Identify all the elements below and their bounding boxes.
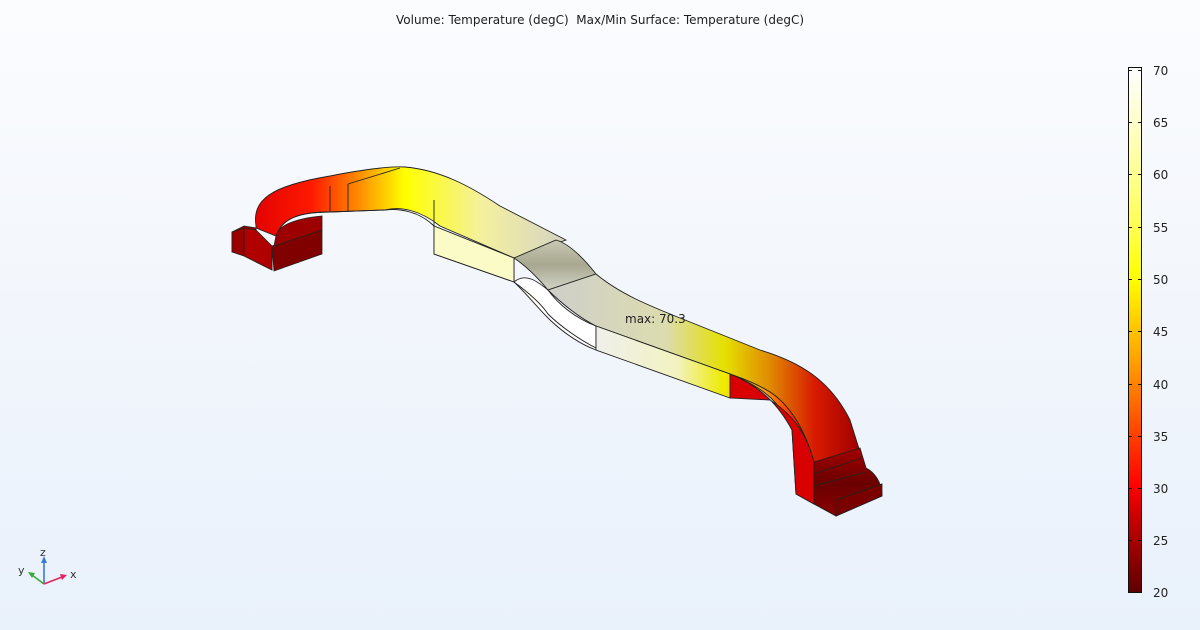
colorbar-label: 55 [1153, 221, 1169, 235]
colorbar [1128, 67, 1142, 593]
colorbar-label: 40 [1153, 378, 1169, 392]
left-foot [231, 215, 323, 272]
colorbar-label: 70 [1153, 64, 1169, 78]
colorbar-label: 30 [1153, 482, 1169, 496]
colorbar-label: 35 [1153, 430, 1169, 444]
colorbar-label: 20 [1153, 586, 1169, 600]
colorbar-label: 45 [1153, 325, 1169, 339]
colorbar-label: 65 [1153, 116, 1169, 130]
max-annotation: max: 70.3 [625, 312, 686, 326]
colorbar-label: 50 [1153, 273, 1169, 287]
y-axis-label: y [18, 564, 25, 577]
axes-triad: z y x [18, 546, 77, 585]
x-axis-label: x [70, 568, 77, 581]
plot-title: Volume: Temperature (degC) Max/Min Surfa… [395, 13, 805, 27]
colorbar-label: 25 [1153, 534, 1169, 548]
right-foot [813, 447, 883, 517]
z-axis-label: z [40, 546, 46, 559]
colorbar-label: 60 [1153, 168, 1169, 182]
